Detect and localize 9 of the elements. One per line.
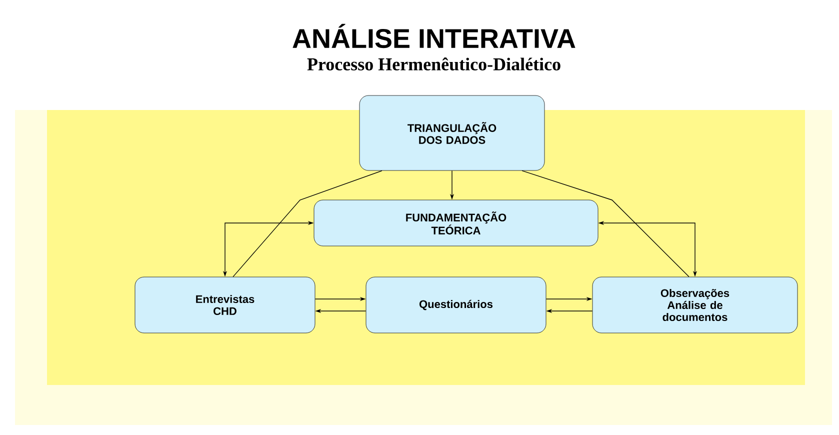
process-box: Questionários [366,276,546,334]
process-box: Entrevistas CHD [134,276,316,334]
process-box: Observações Análise de documentos [592,276,798,334]
subtitle: Processo Hermenêutico-Dialético [307,58,560,70]
process-box: TRIANGULAÇÃO DOS DADOS [359,95,545,171]
process-box: FUNDAMENTAÇÃO TEÓRICA [314,200,598,246]
line [232,170,382,278]
line [522,170,690,278]
title: ANÁLISE INTERATIVA [292,24,576,48]
